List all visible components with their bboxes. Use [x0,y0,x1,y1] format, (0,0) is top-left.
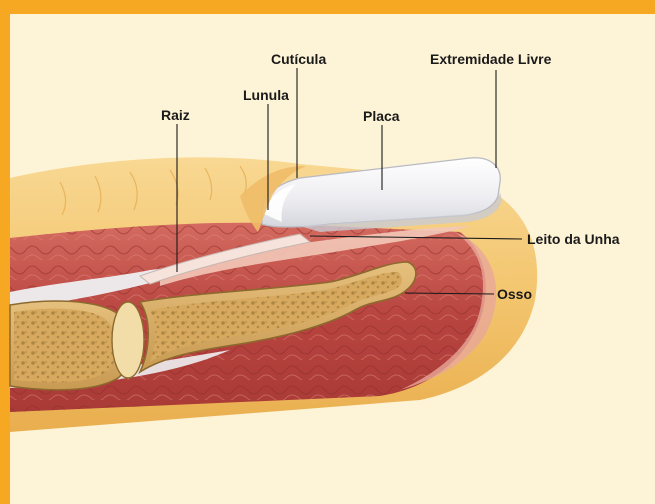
label-placa: Placa [363,108,400,124]
label-extremidade-livre: Extremidade Livre [430,51,551,67]
label-cuticula: Cutícula [271,51,326,67]
label-leito-da-unha: Leito da Unha [527,231,620,247]
label-osso: Osso [497,286,532,302]
label-lunula: Lunula [243,87,289,103]
label-raiz: Raiz [161,107,190,123]
